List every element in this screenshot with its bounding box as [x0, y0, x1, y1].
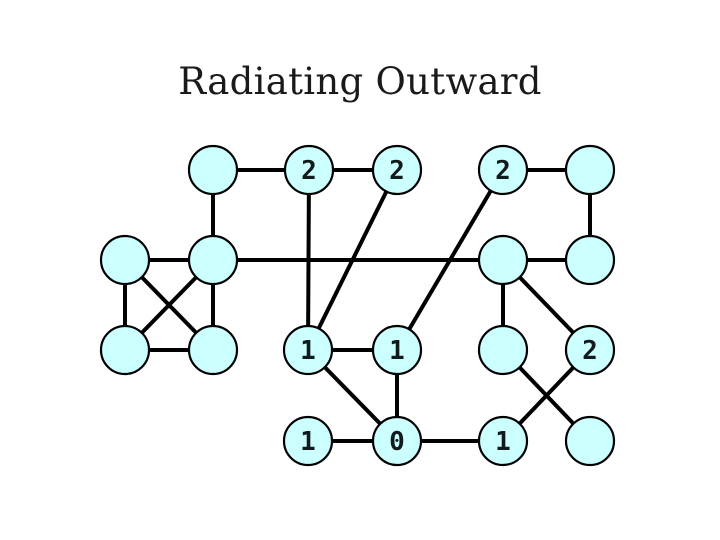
graph-node[interactable]: 0 — [371, 415, 423, 467]
node-label: 1 — [389, 336, 405, 366]
graph-node[interactable] — [187, 234, 239, 286]
node-circle[interactable] — [371, 144, 423, 196]
node-layer: 2 2 2 1 1 2 1 0 1 — [99, 144, 616, 467]
node-circle[interactable] — [477, 415, 529, 467]
node-circle[interactable] — [99, 234, 151, 286]
node-circle[interactable] — [564, 144, 616, 196]
graph-edge — [306, 169, 399, 351]
graph-node[interactable] — [477, 234, 529, 286]
graph-node[interactable] — [477, 324, 529, 376]
node-circle[interactable] — [564, 415, 616, 467]
node-label: 1 — [495, 427, 511, 457]
page-title: Radiating Outward — [178, 60, 542, 103]
graph-node[interactable] — [564, 144, 616, 196]
graph-node[interactable]: 1 — [371, 324, 423, 376]
graph-edge — [306, 169, 311, 351]
node-label: 1 — [300, 336, 316, 366]
node-circle[interactable] — [477, 324, 529, 376]
graph-node[interactable] — [99, 324, 151, 376]
graph-node[interactable]: 1 — [282, 415, 334, 467]
graph-node[interactable] — [564, 415, 616, 467]
node-circle[interactable] — [477, 144, 529, 196]
graph-node[interactable] — [187, 324, 239, 376]
graph-node[interactable]: 1 — [282, 324, 334, 376]
node-label: 2 — [301, 156, 317, 186]
node-label: 1 — [300, 427, 316, 457]
node-label: 0 — [389, 427, 405, 457]
node-circle[interactable] — [371, 415, 423, 467]
node-circle[interactable] — [371, 324, 423, 376]
node-circle[interactable] — [187, 234, 239, 286]
node-label: 2 — [389, 156, 405, 186]
graph-node[interactable]: 2 — [283, 144, 335, 196]
node-label: 2 — [582, 336, 598, 366]
graph-edge — [395, 168, 505, 352]
node-circle[interactable] — [477, 234, 529, 286]
edge-layer — [123, 168, 592, 443]
node-circle[interactable] — [283, 144, 335, 196]
node-circle[interactable] — [187, 144, 239, 196]
node-circle[interactable] — [564, 324, 616, 376]
node-circle[interactable] — [564, 234, 616, 286]
graph-node[interactable]: 1 — [477, 415, 529, 467]
graph-node[interactable]: 2 — [477, 144, 529, 196]
graph-node[interactable] — [99, 234, 151, 286]
graph-node[interactable] — [564, 234, 616, 286]
node-circle[interactable] — [282, 415, 334, 467]
node-circle[interactable] — [99, 324, 151, 376]
graph-node[interactable]: 2 — [371, 144, 423, 196]
node-label: 2 — [495, 156, 511, 186]
node-circle[interactable] — [282, 324, 334, 376]
node-circle[interactable] — [187, 324, 239, 376]
graph-node[interactable] — [187, 144, 239, 196]
graph-node[interactable]: 2 — [564, 324, 616, 376]
